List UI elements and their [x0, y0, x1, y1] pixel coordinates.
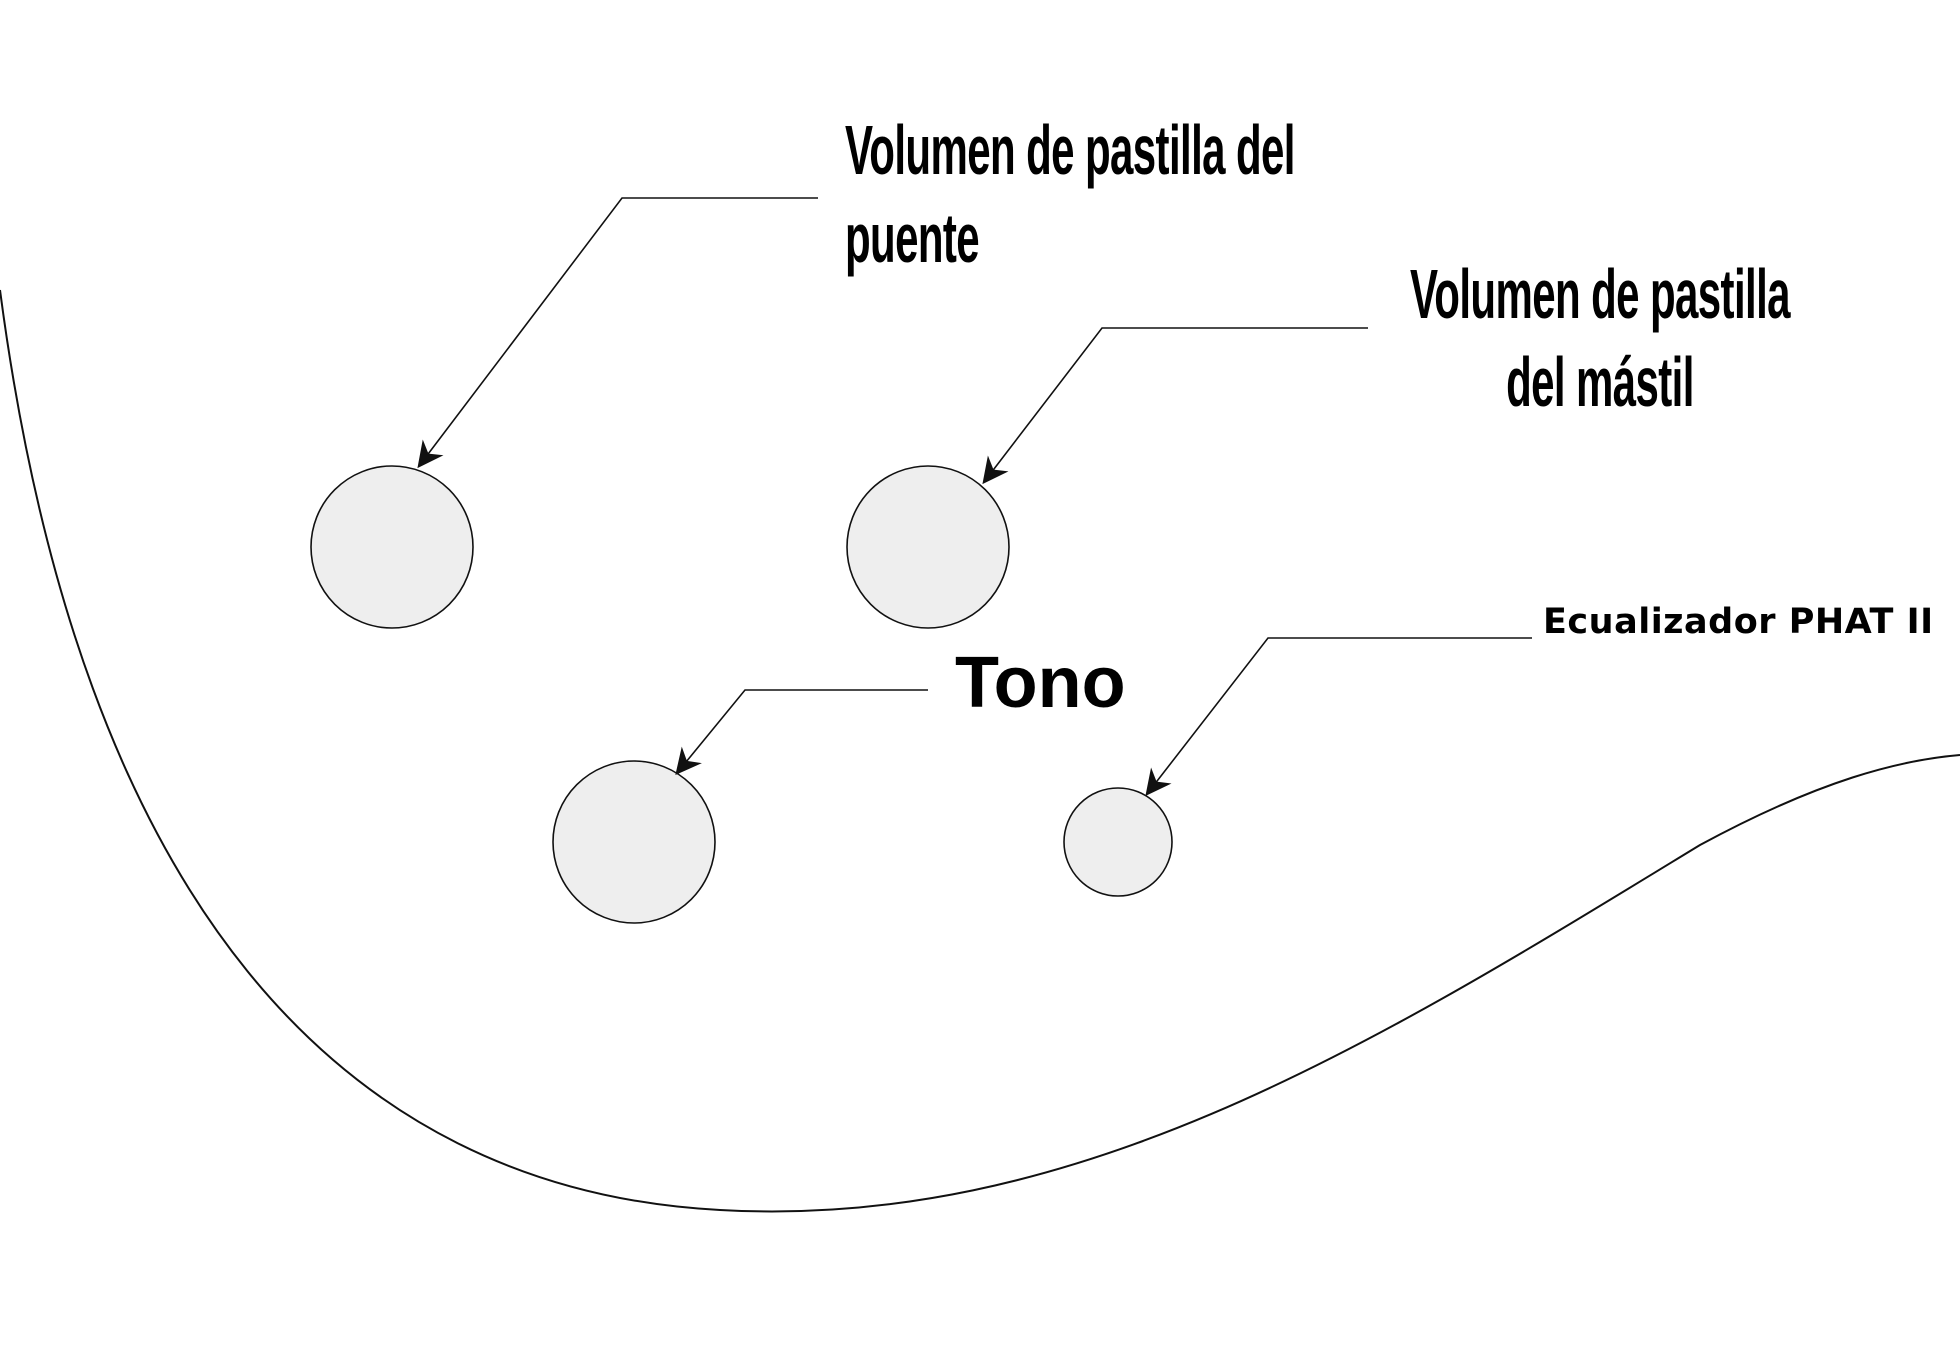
bridge-volume-knob — [310, 465, 474, 629]
neck-volume-leader — [982, 327, 1368, 485]
neck-volume-label-line-2: del mástil — [1506, 343, 1694, 421]
neck-volume-label: Volumen de pastilla del mástil — [1410, 250, 1791, 426]
tone-label: Tono — [955, 643, 1126, 723]
tone-leader — [675, 689, 928, 776]
phat-eq-knob — [1063, 787, 1173, 897]
phat-eq-leader — [1145, 637, 1532, 797]
bridge-volume-label-line-1: Volumen de pastilla del — [845, 111, 1295, 189]
guitar-body-outline — [0, 289, 1960, 1213]
bridge-volume-label-line-2: puente — [845, 199, 980, 277]
phat-eq-label: Ecualizador PHAT II — [1543, 602, 1934, 642]
neck-volume-label-line-1: Volumen de pastilla — [1410, 255, 1791, 333]
neck-volume-knob — [846, 465, 1010, 629]
bridge-volume-leader — [417, 197, 818, 469]
bridge-volume-label: Volumen de pastilla del puente — [845, 106, 1295, 282]
tone-knob — [552, 760, 716, 924]
